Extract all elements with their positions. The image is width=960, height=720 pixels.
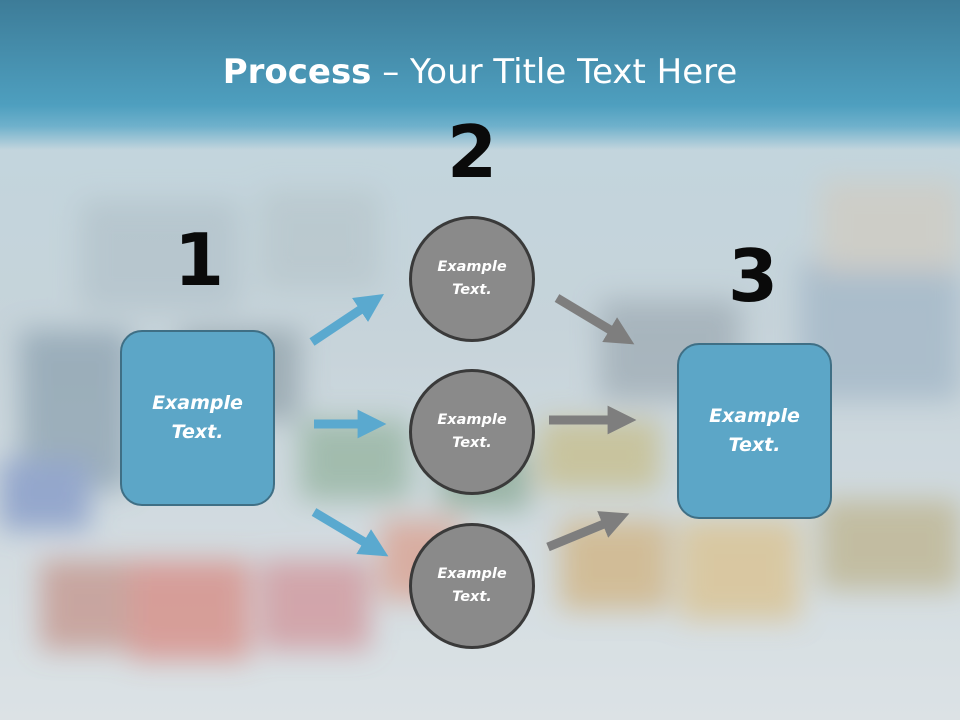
- arrow-top-to-step-3: [554, 294, 635, 345]
- circle-top: Example Text.: [409, 216, 535, 342]
- header-band: [0, 0, 960, 150]
- title-bold: Process: [222, 52, 372, 92]
- arrow-bottom-to-step-3: [546, 511, 630, 552]
- arrow-to-bottom-circle: [311, 508, 389, 557]
- slide-title: Process – Your Title Text Here: [0, 52, 960, 92]
- step-number-3: 3: [727, 234, 779, 318]
- circle-top-label: Example Text.: [437, 259, 507, 298]
- circle-middle-label: Example Text.: [437, 412, 507, 451]
- step-1-box: Example Text.: [120, 330, 275, 506]
- circle-bottom: Example Text.: [409, 523, 535, 649]
- title-rest: – Your Title Text Here: [371, 52, 738, 92]
- circle-bottom-label: Example Text.: [437, 566, 507, 605]
- step-number-2: 2: [446, 110, 498, 194]
- circle-middle: Example Text.: [409, 369, 535, 495]
- step-number-1: 1: [173, 218, 225, 302]
- step-3-label: Example Text.: [709, 405, 800, 456]
- step-1-label: Example Text.: [152, 392, 243, 443]
- step-3-box: Example Text.: [677, 343, 832, 519]
- arrow-to-top-circle: [309, 294, 384, 346]
